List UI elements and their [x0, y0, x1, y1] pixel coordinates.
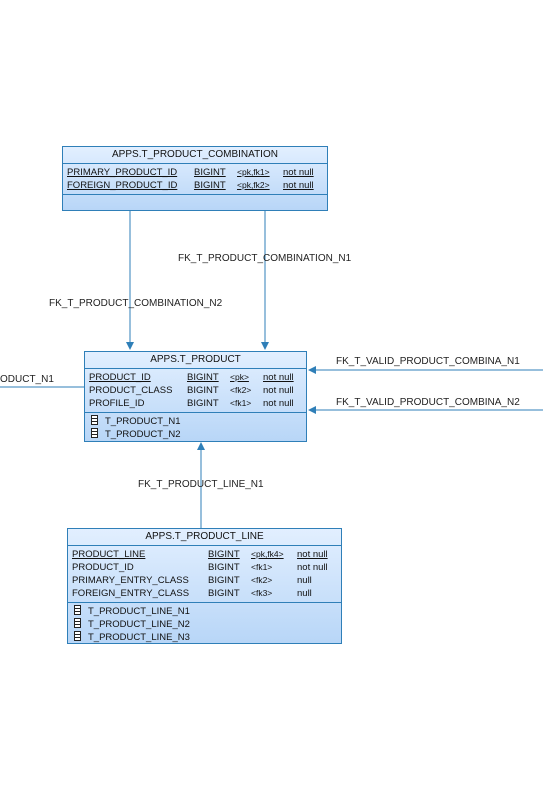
column-type: BIGINT [187, 398, 219, 409]
column-row[interactable]: PROFILE_ID BIGINT <fk1> not null [89, 397, 306, 410]
column-name: FOREIGN_ENTRY_CLASS [72, 588, 190, 599]
entity-title: APPS.T_PRODUCT_LINE [68, 529, 341, 546]
index-item[interactable]: T_PRODUCT_N1 [91, 415, 306, 428]
column-keys: <fk1> [230, 398, 252, 408]
column-type: BIGINT [208, 549, 240, 560]
column-row[interactable]: PRODUCT_CLASS BIGINT <fk2> not null [89, 384, 306, 397]
column-type: BIGINT [208, 588, 240, 599]
column-keys: <pk> [230, 372, 249, 382]
index-item[interactable]: T_PRODUCT_LINE_N2 [74, 618, 341, 631]
index-list: T_PRODUCT_N1 T_PRODUCT_N2 [85, 413, 306, 441]
column-name: PRIMARY_ENTRY_CLASS [72, 575, 189, 586]
column-name: PRODUCT_ID [72, 562, 134, 573]
fk-line-n1-label: FK_T_PRODUCT_LINE_N1 [138, 479, 264, 490]
fk-comb-n1-label: FK_T_PRODUCT_COMBINATION_N1 [178, 253, 352, 264]
column-type: BIGINT [187, 372, 219, 383]
column-nullability: not null [263, 372, 294, 383]
column-keys: <fk1> [251, 562, 273, 572]
fk-comb-n2-label: FK_T_PRODUCT_COMBINATION_N2 [49, 298, 223, 309]
index-item[interactable]: T_PRODUCT_N2 [91, 428, 306, 441]
column-name: PRODUCT_CLASS [89, 385, 173, 396]
index-list: T_PRODUCT_LINE_N1 T_PRODUCT_LINE_N2 T_PR… [68, 603, 341, 644]
index-key-icon [74, 605, 81, 615]
column-nullability: not null [297, 549, 328, 560]
column-type: BIGINT [194, 167, 226, 178]
column-row[interactable]: PRODUCT_ID BIGINT <fk1> not null [72, 561, 341, 574]
index-name: T_PRODUCT_LINE_N3 [88, 632, 190, 643]
column-row[interactable]: FOREIGN_PRODUCT_ID BIGINT <pk,fk2> not n… [67, 179, 327, 192]
fk-valid-n1-label: FK_T_VALID_PRODUCT_COMBINA_N1 [336, 356, 520, 367]
column-list: PRODUCT_LINE BIGINT <pk,fk4> not null PR… [68, 546, 341, 603]
column-list: PRODUCT_ID BIGINT <pk> not null PRODUCT_… [85, 369, 306, 413]
column-nullability: not null [263, 398, 294, 409]
column-name: PRODUCT_LINE [72, 549, 146, 560]
column-row[interactable]: PRODUCT_LINE BIGINT <pk,fk4> not null [72, 548, 341, 561]
column-keys: <fk2> [251, 575, 273, 585]
column-type: BIGINT [187, 385, 219, 396]
column-keys: <pk,fk2> [237, 180, 270, 190]
index-name: T_PRODUCT_LINE_N1 [88, 606, 190, 617]
column-row[interactable]: PRIMARY_PRODUCT_ID BIGINT <pk,fk1> not n… [67, 166, 327, 179]
column-keys: <fk3> [251, 588, 273, 598]
column-nullability: not null [263, 385, 294, 396]
column-name: FOREIGN_PRODUCT_ID [67, 180, 178, 191]
index-key-icon [74, 631, 81, 641]
column-nullability: not null [283, 167, 314, 178]
index-name: T_PRODUCT_N1 [105, 416, 181, 427]
index-key-icon [74, 618, 81, 628]
index-list [63, 195, 327, 197]
column-nullability: not null [283, 180, 314, 191]
index-item[interactable]: T_PRODUCT_LINE_N3 [74, 631, 341, 644]
column-name: PRIMARY_PRODUCT_ID [67, 167, 178, 178]
column-nullability: null [297, 588, 312, 599]
column-name: PRODUCT_ID [89, 372, 151, 383]
fk-left-cut-label: ODUCT_N1 [0, 374, 54, 385]
column-row[interactable]: FOREIGN_ENTRY_CLASS BIGINT <fk3> null [72, 587, 341, 600]
index-key-icon [91, 428, 98, 438]
column-nullability: not null [297, 562, 328, 573]
column-keys: <pk,fk4> [251, 549, 284, 559]
index-name: T_PRODUCT_LINE_N2 [88, 619, 190, 630]
column-nullability: null [297, 575, 312, 586]
column-type: BIGINT [208, 562, 240, 573]
entity-product[interactable]: APPS.T_PRODUCT PRODUCT_ID BIGINT <pk> no… [84, 351, 307, 442]
column-row[interactable]: PRODUCT_ID BIGINT <pk> not null [89, 371, 306, 384]
column-name: PROFILE_ID [89, 398, 145, 409]
index-key-icon [91, 415, 98, 425]
column-keys: <fk2> [230, 385, 252, 395]
index-item[interactable]: T_PRODUCT_LINE_N1 [74, 605, 341, 618]
fk-valid-n2-label: FK_T_VALID_PRODUCT_COMBINA_N2 [336, 397, 520, 408]
entity-product-combination[interactable]: APPS.T_PRODUCT_COMBINATION PRIMARY_PRODU… [62, 146, 328, 211]
entity-title: APPS.T_PRODUCT [85, 352, 306, 369]
column-list: PRIMARY_PRODUCT_ID BIGINT <pk,fk1> not n… [63, 164, 327, 195]
entity-product-line[interactable]: APPS.T_PRODUCT_LINE PRODUCT_LINE BIGINT … [67, 528, 342, 644]
column-type: BIGINT [208, 575, 240, 586]
column-row[interactable]: PRIMARY_ENTRY_CLASS BIGINT <fk2> null [72, 574, 341, 587]
entity-title: APPS.T_PRODUCT_COMBINATION [63, 147, 327, 164]
column-type: BIGINT [194, 180, 226, 191]
index-name: T_PRODUCT_N2 [105, 429, 181, 440]
column-keys: <pk,fk1> [237, 167, 270, 177]
